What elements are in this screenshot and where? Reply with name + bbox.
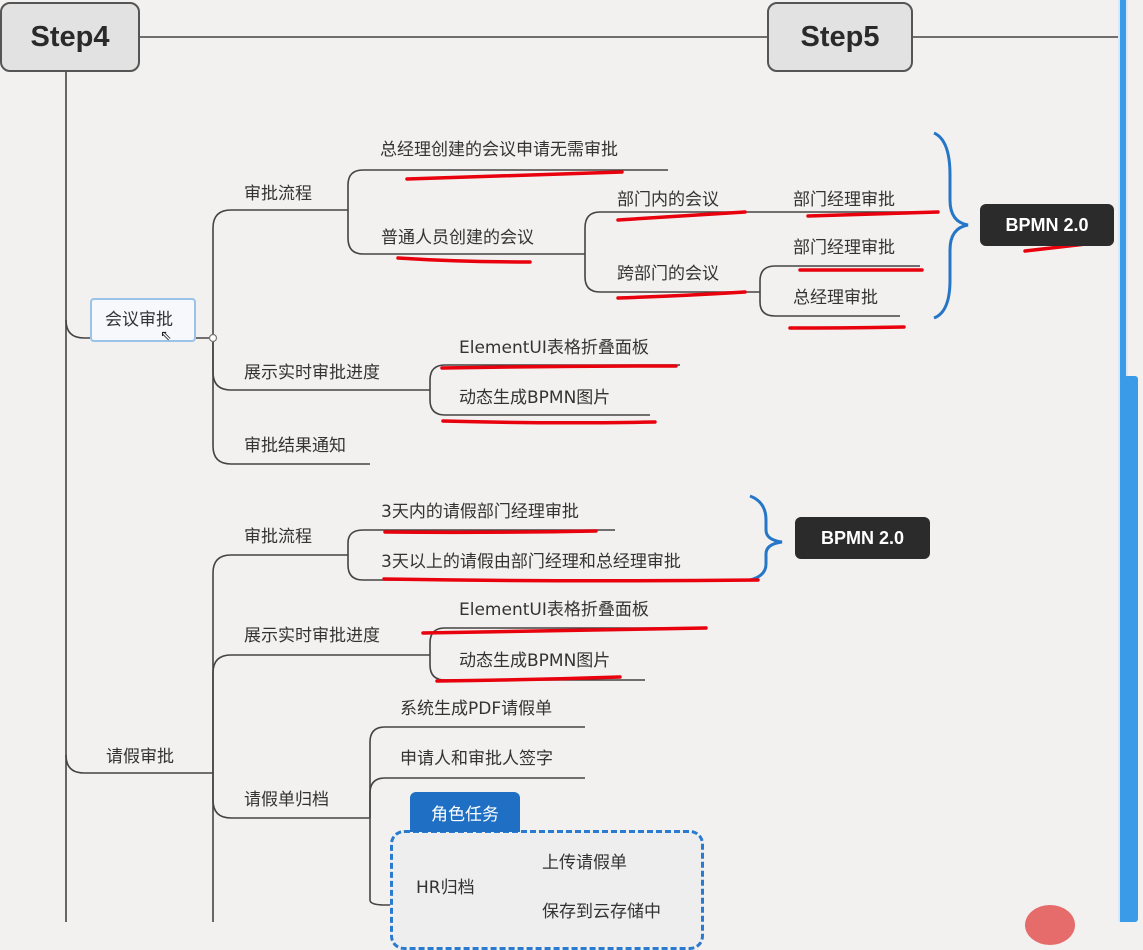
internal-dept-meeting-node[interactable]: 部门内的会议 xyxy=(617,190,719,210)
leave-elementui-node[interactable]: ElementUI表格折叠面板 xyxy=(459,600,649,620)
meeting-dynamic-bpmn-node[interactable]: 动态生成BPMN图片 xyxy=(459,388,611,408)
bpmn-badge-meeting[interactable]: BPMN 2.0 xyxy=(980,204,1114,246)
role-task-tag[interactable]: 角色任务 xyxy=(410,792,520,832)
dept-manager-approval-node-1[interactable]: 部门经理审批 xyxy=(793,190,895,210)
hr-archive-node[interactable]: HR归档 xyxy=(416,878,475,898)
meeting-approval-node[interactable]: 会议审批 xyxy=(105,310,173,330)
step4-node[interactable]: Step4 xyxy=(0,2,140,72)
mouse-cursor-icon: ⇖ xyxy=(160,328,172,344)
leave-over-3-days-node[interactable]: 3天以上的请假由部门经理和总经理审批 xyxy=(381,552,681,572)
mindmap-connectors xyxy=(65,36,1118,922)
step5-node[interactable]: Step5 xyxy=(767,2,913,72)
watermark-logo-icon xyxy=(1025,905,1075,945)
signature-node[interactable]: 申请人和审批人签字 xyxy=(400,749,553,769)
bpmn-badge-leave[interactable]: BPMN 2.0 xyxy=(795,517,930,559)
vertical-scrollbar-thumb[interactable] xyxy=(1124,376,1138,922)
meeting-approval-flow-node[interactable]: 审批流程 xyxy=(244,184,312,204)
leave-dynamic-bpmn-node[interactable]: 动态生成BPMN图片 xyxy=(459,651,611,671)
upload-leave-form-node[interactable]: 上传请假单 xyxy=(542,853,627,873)
normal-staff-meeting-node[interactable]: 普通人员创建的会议 xyxy=(381,228,534,248)
meeting-elementui-node[interactable]: ElementUI表格折叠面板 xyxy=(459,338,649,358)
leave-approval-flow-node[interactable]: 审批流程 xyxy=(244,527,312,547)
gm-approval-node[interactable]: 总经理审批 xyxy=(793,288,878,308)
cross-dept-meeting-node[interactable]: 跨部门的会议 xyxy=(617,264,719,284)
red-underlines xyxy=(382,170,1114,683)
leave-within-3-days-node[interactable]: 3天内的请假部门经理审批 xyxy=(381,502,579,522)
leave-approval-node[interactable]: 请假审批 xyxy=(106,747,174,767)
pdf-leave-form-node[interactable]: 系统生成PDF请假单 xyxy=(400,699,553,719)
meeting-progress-node[interactable]: 展示实时审批进度 xyxy=(244,363,380,383)
leave-progress-node[interactable]: 展示实时审批进度 xyxy=(244,626,380,646)
dept-manager-approval-node-2[interactable]: 部门经理审批 xyxy=(793,238,895,258)
leave-archive-node[interactable]: 请假单归档 xyxy=(244,790,329,810)
meeting-result-notice-node[interactable]: 审批结果通知 xyxy=(244,436,346,456)
selected-node-outline xyxy=(90,298,196,342)
gm-no-approval-node[interactable]: 总经理创建的会议申请无需审批 xyxy=(380,140,618,160)
vertical-scrollbar-line xyxy=(1120,0,1126,922)
save-to-cloud-node[interactable]: 保存到云存储中 xyxy=(542,902,661,922)
